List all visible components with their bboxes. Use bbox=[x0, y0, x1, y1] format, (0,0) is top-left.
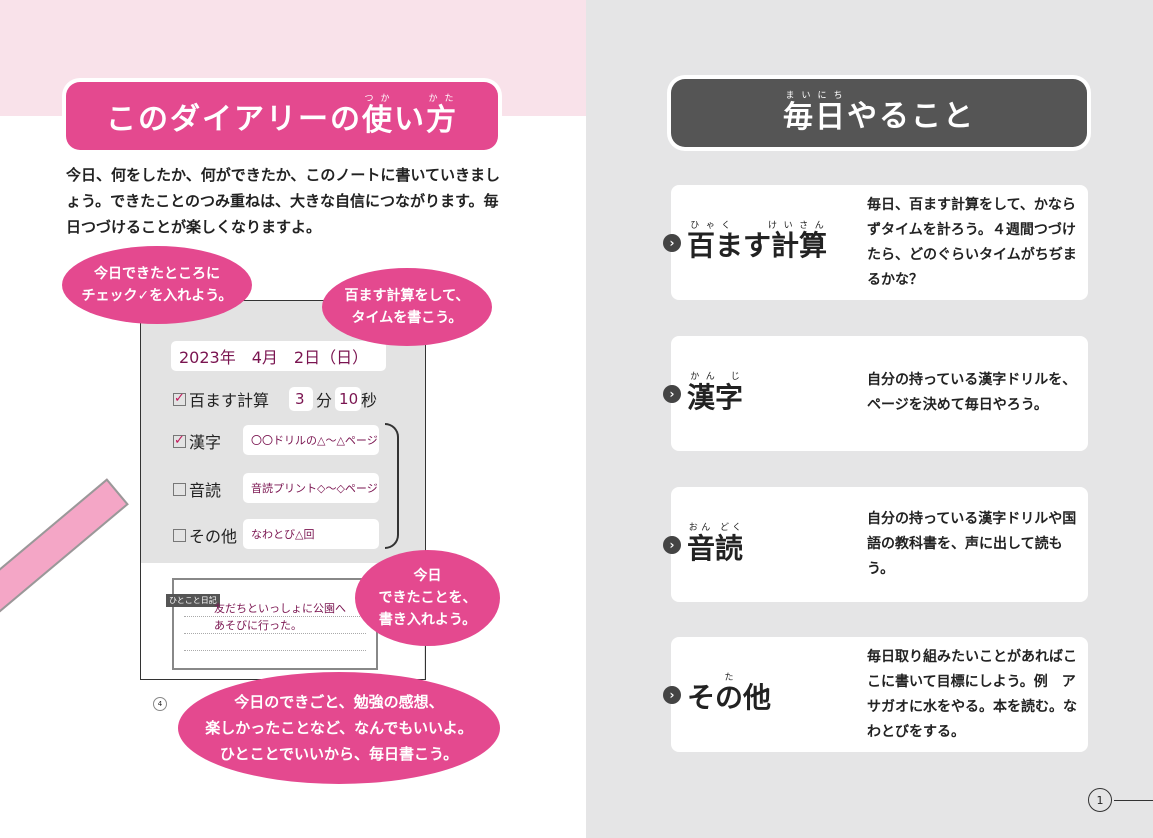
row-value: 〇〇ドリルの△～△ページ bbox=[243, 425, 379, 455]
card-desc: 毎日取り組みたいことがあればここに書いて目標にしよう。例 アサガオに水をやる。本… bbox=[867, 649, 1077, 740]
row-label: その他 bbox=[189, 527, 238, 546]
hyakumasu-row: ✓ 百ます計算 3 分 10 秒 bbox=[173, 387, 377, 411]
chevron-right-circle-icon: › bbox=[663, 535, 681, 554]
card-desc: 自分の持っている漢字ドリルや国語の教科書を、声に出して読もう。 bbox=[867, 511, 1077, 577]
card-hyakumasu: › 百ます計算ひゃく けいさん 毎日、百ます計算をして、かならずタイムを計ろう。４… bbox=[663, 185, 1088, 300]
note-line bbox=[184, 616, 366, 617]
intro-text: 今日、何をしたか、何ができたか、このノートに書いていきましょう。できたことのつみ… bbox=[66, 166, 500, 236]
title-kanji: 使つか bbox=[362, 93, 394, 138]
note-line bbox=[184, 633, 366, 634]
bubble-done: 今日できたことを、書き入れよう。 bbox=[355, 550, 500, 646]
checkbox-checked-icon: ✓ bbox=[173, 390, 186, 406]
page-number-line bbox=[1114, 800, 1153, 801]
min-unit: 分 bbox=[316, 391, 333, 410]
sample-page-number: 4 bbox=[153, 697, 167, 711]
left-page-title: このダイアリーの使つかい方かた bbox=[66, 82, 498, 150]
bubble-time: 百ます計算をして、タイムを書こう。 bbox=[322, 268, 492, 346]
card-title: 漢字かん じ bbox=[687, 371, 744, 414]
card-desc: 毎日、百ます計算をして、かならずタイムを計ろう。４週間つづけたら、どのぐらいタイ… bbox=[867, 197, 1077, 288]
row-value: なわとび△回 bbox=[243, 519, 379, 549]
card-kanji: › 漢字かん じ 自分の持っている漢字ドリルを、ページを決めて毎日やろう。 bbox=[663, 336, 1088, 451]
title-kanji: 方かた bbox=[426, 93, 458, 138]
note-line bbox=[184, 650, 366, 651]
checkbox-icon bbox=[173, 482, 186, 496]
brace bbox=[385, 423, 399, 549]
chevron-right-circle-icon: › bbox=[663, 685, 681, 704]
card-title: 百ます計算ひゃく けいさん bbox=[687, 221, 828, 262]
title-text: い bbox=[394, 102, 426, 137]
row-label: 百ます計算 bbox=[189, 391, 270, 410]
card-desc: 自分の持っている漢字ドリルを、ページを決めて毎日やろう。 bbox=[867, 372, 1077, 413]
row-other: その他 bbox=[173, 523, 237, 547]
bubble-diary: 今日のできごと、勉強の感想、楽しかったことなど、なんでもいいよ。ひとことでいいか… bbox=[178, 672, 500, 784]
title-text: このダイアリーの bbox=[106, 102, 362, 137]
diary-tag: ひとこと日記 bbox=[166, 594, 220, 607]
seconds-value: 10 bbox=[335, 387, 362, 411]
chevron-right-circle-icon: › bbox=[663, 384, 681, 403]
minutes-value: 3 bbox=[289, 387, 314, 411]
chevron-right-circle-icon: › bbox=[663, 233, 681, 252]
pencil-illustration bbox=[0, 478, 129, 621]
checkbox-icon bbox=[173, 528, 186, 542]
right-page-title: 毎日まいにちやること bbox=[671, 79, 1087, 147]
row-kanji: ✓漢字 bbox=[173, 429, 221, 453]
title-kanji: 毎日まいにち bbox=[783, 90, 847, 135]
page-number: 1 bbox=[1088, 788, 1112, 812]
row-ondoku: 音読 bbox=[173, 477, 221, 501]
row-value: 音読プリント◇～◇ページ bbox=[243, 473, 379, 503]
title-text: やること bbox=[847, 99, 975, 134]
date-field: 2023年 4月 2日（日） bbox=[171, 341, 386, 371]
sec-unit: 秒 bbox=[361, 391, 378, 410]
card-ondoku: › 音読おん どく 自分の持っている漢字ドリルや国語の教科書を、声に出して読もう。 bbox=[663, 487, 1088, 602]
card-other: › その他た 毎日取り組みたいことがあればここに書いて目標にしよう。例 アサガオに… bbox=[663, 637, 1088, 752]
row-label: 漢字 bbox=[189, 433, 222, 452]
diary-note: ひとこと日記 友だちといっしょに公園へあそびに行った。 bbox=[166, 578, 378, 670]
card-title: その他た bbox=[687, 673, 772, 714]
diary-text: 友だちといっしょに公園へあそびに行った。 bbox=[214, 602, 346, 632]
checkbox-checked-icon: ✓ bbox=[173, 432, 186, 448]
bubble-check: 今日できたところにチェック✓を入れよう。 bbox=[62, 246, 252, 324]
card-title: 音読おん どく bbox=[687, 522, 744, 565]
row-label: 音読 bbox=[189, 481, 222, 500]
